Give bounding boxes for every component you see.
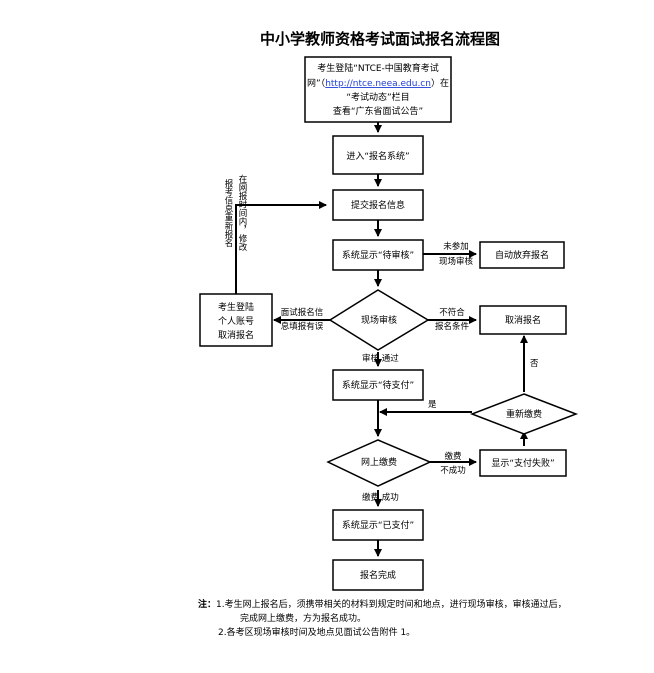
edge-error-1: 面试报名信 [281,307,324,318]
start-line1: 考生登陆“NTCE-中国教育考试 [317,62,439,74]
edge-modify-col2: 在网报时间内，修改 [237,174,247,252]
edge-pay-fail-1: 缴费 [444,451,462,462]
paid-label: 系统显示“已支付” [342,519,414,531]
note-1a: 1.考生网上报名后，须携带相关的材料到规定时间和地点，进行现场审核，审核通过后， [216,600,567,610]
node-pending-pay [332,369,424,401]
edge-repay-yes: 是 [428,400,437,410]
start-line3: “考试动态”栏目 [346,91,409,103]
submit-label: 提交报名信息 [351,199,405,211]
node-enter [332,135,424,175]
edge-error-2: 息填报有误 [281,321,324,332]
arrow-login-to-submit [235,201,327,294]
review-label: 现场审核 [361,314,397,326]
pending-pay-label: 系统显示“待支付” [342,379,414,391]
repay-label: 重新缴费 [506,408,542,420]
pay-fail-label: 显示“支付失败” [491,457,554,469]
edge-pay-ok: 缴费 成功 [362,492,399,503]
note-1b: 完成网上缴费，方为报名成功。 [240,614,367,624]
ntce-link[interactable]: http://ntce.neea.edu.cn [325,79,431,89]
enter-label: 进入“报名系统” [346,150,409,162]
edge-review-pass: 审核 通过 [362,353,399,364]
start-line2: 网”（http://ntce.neea.edu.cn）在 [307,77,449,89]
auto-abandon-label: 自动放弃报名 [495,249,549,261]
notes-section: 注：1.考生网上报名后，须携带相关的材料到规定时间和地点，进行现场审核，审核通过… [198,598,638,640]
edge-reject-1: 不符合 [439,307,465,318]
notes-prefix: 注： [198,600,217,610]
node-review [328,289,430,351]
node-cancel [479,305,567,335]
done-label: 报名完成 [360,569,396,581]
edge-reject-2: 报名条件 [435,321,470,332]
note-2: 2.各考区现场审核时间及地点见面试公告附件 1。 [218,628,416,638]
edge-not-attend-2: 现场审核 [439,256,474,267]
node-pay-fail [479,449,567,477]
node-paid [332,509,424,541]
nodes [199,56,579,591]
node-done [332,559,424,591]
node-pay [326,439,432,487]
node-login-account [199,293,273,347]
start-line4: 查看“广东省面试公告” [333,105,423,117]
chart-title: 中小学教师资格考试面试报名流程图 [260,30,500,48]
login-line3: 取消报名 [218,329,254,341]
node-pending-review [332,239,424,271]
edge-repay-no: 否 [530,359,539,369]
cancel-label: 取消报名 [505,314,541,326]
node-start [304,56,452,123]
login-line2: 个人账号 [218,316,254,327]
pending-review-label: 系统显示“待审核” [342,249,414,261]
node-repay [469,393,579,435]
login-line1: 考生登陆 [218,301,254,313]
note-line1: 注：1.考生网上报名后，须携带相关的材料到规定时间和地点，进行现场审核，审核通过… [198,598,638,612]
node-submit [332,189,424,221]
edge-modify-col1: 报考信息重新报名 [223,178,233,248]
edge-not-attend-1: 未参加 [443,241,469,252]
edge-pay-fail-2: 不成功 [440,465,466,476]
pay-label: 网上缴费 [361,456,397,468]
node-auto-abandon [479,241,565,269]
